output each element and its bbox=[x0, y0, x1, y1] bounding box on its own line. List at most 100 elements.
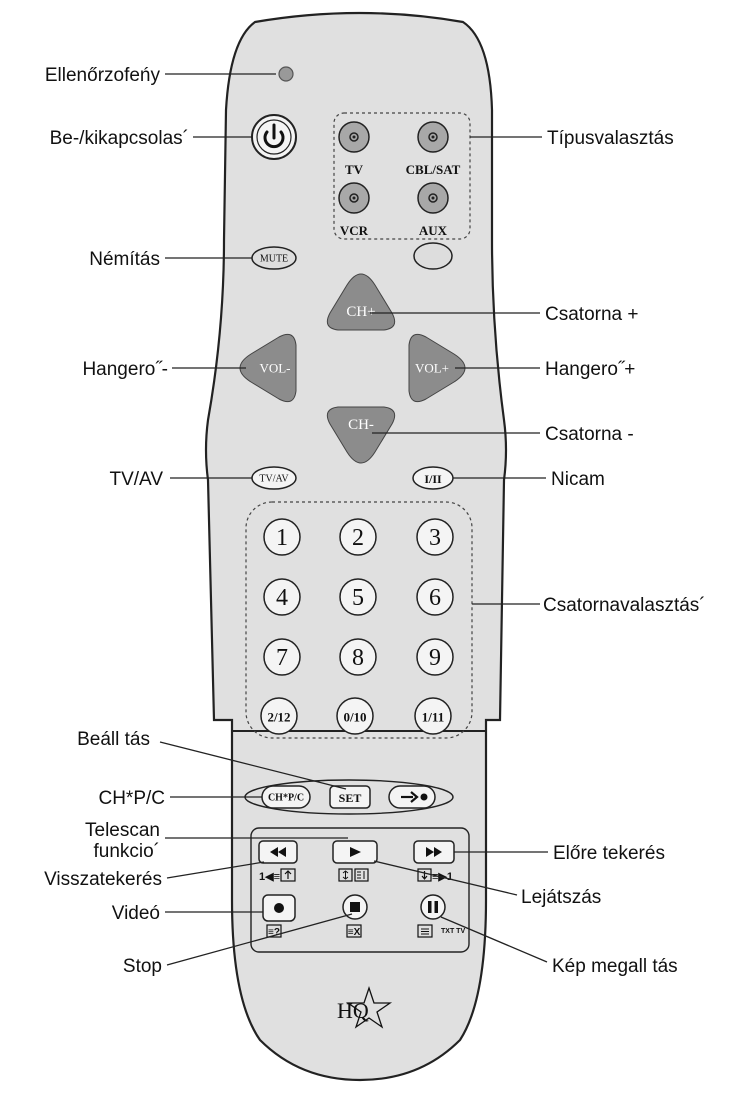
fast-forward-button[interactable] bbox=[413, 840, 455, 864]
star-icon bbox=[345, 985, 393, 1029]
vol-up-button[interactable]: VOL+ bbox=[408, 333, 466, 403]
label-stop: Stop bbox=[123, 956, 162, 977]
record-button[interactable] bbox=[262, 894, 296, 922]
play-button[interactable] bbox=[332, 840, 378, 864]
digit-button-0-10[interactable]: 0/10 bbox=[336, 697, 374, 735]
ch-down-button[interactable]: CH- bbox=[326, 406, 396, 464]
mute-button[interactable]: MUTE bbox=[251, 246, 297, 270]
ch-down-label: CH- bbox=[348, 417, 374, 433]
digit-label-6: 6 bbox=[429, 585, 441, 611]
label-rewind: Visszatekerés bbox=[44, 869, 162, 890]
label-power: Be-/kikapcsolas´ bbox=[50, 128, 189, 149]
set-button[interactable]: SET bbox=[329, 785, 371, 809]
label-setup: Beáll tás bbox=[77, 729, 150, 750]
record-icon bbox=[274, 903, 284, 913]
digit-button-9[interactable]: 9 bbox=[416, 638, 454, 676]
svg-text:≡X: ≡X bbox=[348, 927, 361, 938]
digit-button-4[interactable]: 4 bbox=[263, 578, 301, 616]
label-channel-up: Csatorna + bbox=[545, 304, 638, 325]
digit-label-2: 2 bbox=[352, 525, 364, 551]
leader-play bbox=[373, 860, 518, 896]
indicator-led bbox=[278, 66, 294, 82]
keypad-box bbox=[245, 501, 473, 739]
label-telescan-line2: funkcio´ bbox=[93, 841, 160, 862]
mode-button-vcr[interactable] bbox=[338, 182, 370, 214]
digit-label-0-10: 0/10 bbox=[343, 710, 366, 725]
hq-logo-text: HQ bbox=[337, 998, 369, 1023]
digit-label-9: 9 bbox=[429, 645, 441, 671]
teletext-index-icon: ≡? bbox=[266, 924, 282, 938]
leader-setup bbox=[159, 741, 347, 790]
label-channel-down: Csatorna - bbox=[545, 424, 634, 445]
label-volume-up: Hangero˝+ bbox=[545, 359, 635, 380]
digit-label-8: 8 bbox=[352, 645, 364, 671]
label-volume-down: Hangero˝- bbox=[82, 359, 168, 380]
mode-button-tv[interactable] bbox=[338, 121, 370, 153]
mode-label-vcr: VCR bbox=[340, 223, 369, 238]
tv-av-button[interactable]: TV/AV bbox=[251, 466, 297, 490]
label-fast-forward: Előre tekerés bbox=[553, 843, 665, 864]
digit-button-8[interactable]: 8 bbox=[339, 638, 377, 676]
mute-button-label: MUTE bbox=[260, 254, 288, 265]
arrow-dot-button[interactable] bbox=[388, 785, 436, 809]
digit-label-3: 3 bbox=[429, 525, 441, 551]
label-play: Lejátszás bbox=[521, 887, 601, 908]
stop-icon bbox=[350, 902, 360, 912]
mode-label-aux: AUX bbox=[419, 223, 448, 238]
power-icon bbox=[263, 123, 285, 149]
ch-pc-button-label: CH*P/C bbox=[268, 793, 304, 804]
svg-text:1◀≡: 1◀≡ bbox=[259, 871, 280, 883]
mode-button-aux[interactable] bbox=[417, 182, 449, 214]
mode-button-cbl-sat[interactable] bbox=[417, 121, 449, 153]
stop-button[interactable] bbox=[342, 894, 368, 920]
digit-button-1-11[interactable]: 1/11 bbox=[414, 697, 452, 735]
vol-down-button[interactable]: VOL- bbox=[239, 333, 297, 403]
digit-button-2-12[interactable]: 2/12 bbox=[260, 697, 298, 735]
pause-icon bbox=[428, 901, 438, 913]
svg-text:≡?: ≡? bbox=[268, 927, 280, 938]
set-button-label: SET bbox=[339, 791, 362, 805]
label-telescan-line1: Telescan bbox=[85, 820, 160, 841]
digit-label-1: 1 bbox=[276, 525, 288, 551]
play-icon bbox=[350, 847, 361, 857]
teletext-cancel-icon: ≡X bbox=[346, 924, 362, 938]
fast-forward-icon bbox=[426, 847, 442, 857]
ch-up-button[interactable]: CH+ bbox=[326, 273, 396, 331]
teletext-menu-icon bbox=[417, 924, 433, 938]
mode-label-tv: TV bbox=[345, 162, 364, 177]
vol-down-label: VOL- bbox=[259, 361, 290, 376]
label-video: Videó bbox=[112, 903, 160, 924]
rewind-button[interactable] bbox=[258, 840, 298, 864]
digit-button-3[interactable]: 3 bbox=[416, 518, 454, 556]
label-ch-pc: CH*P/C bbox=[98, 788, 165, 809]
label-type-select: Típusvalasztás bbox=[547, 128, 674, 149]
digit-label-1-11: 1/11 bbox=[422, 710, 444, 725]
ch-pc-button[interactable]: CH*P/C bbox=[261, 785, 311, 809]
nicam-button[interactable]: I/II bbox=[412, 466, 454, 490]
nicam-button-label: I/II bbox=[424, 472, 442, 486]
power-button[interactable] bbox=[251, 114, 297, 160]
digit-button-2[interactable]: 2 bbox=[339, 518, 377, 556]
label-mute: Némítás bbox=[89, 249, 160, 270]
digit-button-5[interactable]: 5 bbox=[339, 578, 377, 616]
leader-stop bbox=[166, 913, 353, 966]
label-tv-av: TV/AV bbox=[110, 469, 164, 490]
pause-button[interactable] bbox=[420, 894, 446, 920]
leader-freeze bbox=[440, 916, 548, 963]
txt-tv-label: TXT TV bbox=[441, 928, 465, 935]
label-freeze: Kép megall tás bbox=[552, 956, 678, 977]
mode-label-cbl-sat: CBL/SAT bbox=[406, 162, 461, 177]
digit-button-7[interactable]: 7 bbox=[263, 638, 301, 676]
transport-panel bbox=[250, 827, 470, 953]
blank-oval-button[interactable] bbox=[413, 242, 453, 270]
digit-label-5: 5 bbox=[352, 585, 364, 611]
digit-button-1[interactable]: 1 bbox=[263, 518, 301, 556]
arrow-dot-icon bbox=[401, 791, 428, 803]
hq-logo: HQ bbox=[337, 985, 393, 1029]
ch-up-label: CH+ bbox=[346, 304, 375, 320]
tv-av-button-label: TV/AV bbox=[259, 474, 289, 485]
teletext-size-icon bbox=[338, 868, 369, 882]
digit-label-4: 4 bbox=[276, 585, 288, 611]
teletext-reveal-icon: 1◀≡ bbox=[259, 868, 296, 883]
digit-button-6[interactable]: 6 bbox=[416, 578, 454, 616]
